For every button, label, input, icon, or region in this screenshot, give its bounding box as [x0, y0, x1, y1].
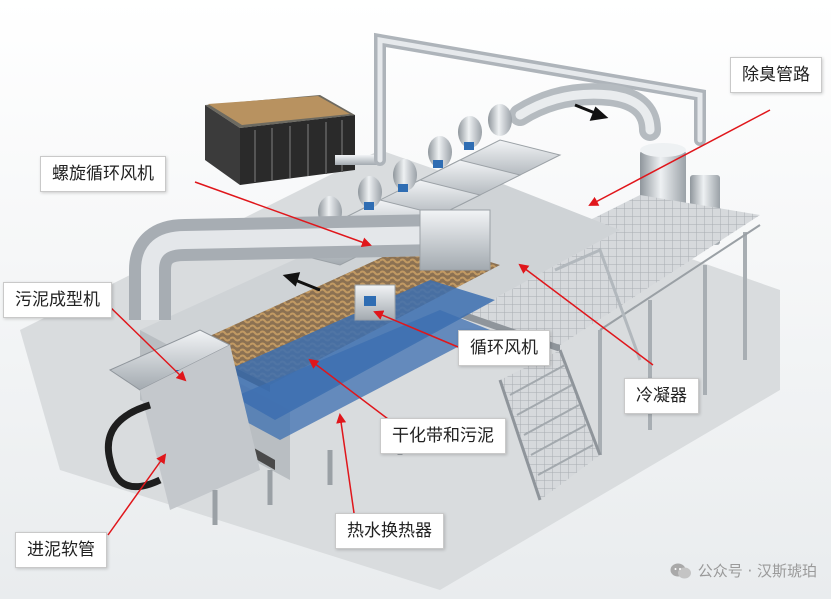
label-circulation-fan: 循环风机: [458, 330, 550, 366]
pointer-hot-water-exchanger: [336, 413, 356, 521]
label-condenser: 冷凝器: [624, 378, 699, 414]
drying-belt: [190, 240, 500, 470]
pointer-inlet-hose: [107, 453, 167, 536]
pointer-condenser: [518, 263, 654, 366]
label-belt-and-sludge: 干化带和污泥: [380, 418, 506, 454]
watermark: 公众号 · 汉斯琥珀: [670, 560, 817, 581]
watermark-text: 公众号 · 汉斯琥珀: [697, 562, 817, 580]
sludge-former: [108, 329, 260, 510]
pointer-sludge-former: [107, 304, 187, 382]
wechat-icon: [670, 563, 691, 578]
callout-pointers: [107, 109, 771, 536]
airflow-arrows: [282, 103, 609, 292]
pointer-belt-sludge: [308, 358, 393, 423]
inlet-hose: [104, 401, 162, 491]
support-legs: [212, 420, 403, 525]
label-hot-water-exchanger: 热水换热器: [335, 513, 444, 549]
label-sludge-former: 污泥成型机: [3, 282, 112, 318]
label-deodor-pipe: 除臭管路: [730, 57, 822, 93]
pointer-spiral-fan: [194, 181, 372, 247]
deodor-pipeline: [374, 32, 706, 166]
pointer-deodor-pipe: [588, 109, 771, 206]
sludge-storage-bin: [205, 95, 380, 185]
pointer-circulation-fan: [373, 310, 459, 348]
staircase: [498, 247, 642, 501]
label-inlet-hose: 进泥软管: [15, 532, 107, 568]
label-spiral-fan: 螺旋循环风机: [40, 156, 166, 192]
